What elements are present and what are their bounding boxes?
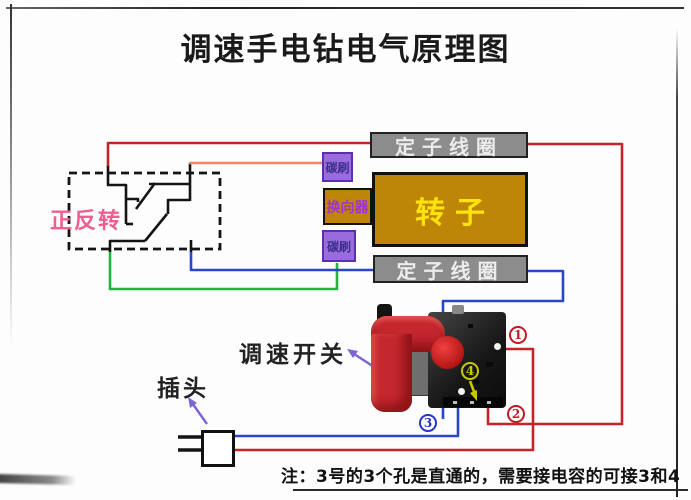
blue-wire-to-stator-bottom: [189, 252, 373, 272]
red-wire-stator-top-to-terminal-2: [486, 142, 624, 426]
plug-symbol: [201, 430, 235, 467]
page-title: 调速手电钻电气原理图: [180, 32, 511, 68]
switch-screw-dot: [458, 388, 465, 395]
frame-bottom-line: [293, 489, 688, 491]
trigger-handle: [371, 334, 412, 412]
switch-top-tab: [452, 305, 464, 314]
plug-label: 插头: [157, 375, 209, 402]
terminal-tick: [470, 401, 474, 404]
carbon-brush-bottom: 碳刷: [322, 230, 356, 262]
terminal-4-arrowhead: [470, 390, 477, 401]
terminal-tick: [487, 401, 491, 404]
switch-detail-mark: [468, 324, 473, 328]
forward-reverse-box-outline: [67, 171, 222, 251]
terminal-tick: [453, 401, 457, 404]
speed-switch-label: 调速开关: [239, 341, 347, 368]
commutator: 换向器: [323, 188, 372, 225]
speed-adjust-knob: [431, 336, 464, 369]
switch-detail-mark: [486, 362, 493, 367]
terminal-4-badge: 4: [461, 362, 479, 380]
stator-coil-top: 定子线圈: [370, 132, 528, 159]
switch-detail-mark: [474, 380, 479, 384]
red-wire-plug-to-terminal-1: [229, 347, 535, 452]
footnote: 注：3号的3个孔是直通的，需要接电容的可接3和4: [281, 467, 681, 487]
frame-left-line: [10, 4, 12, 349]
green-wire-to-brush-bottom: [108, 252, 339, 291]
carbon-brush-top: 碳刷: [322, 152, 353, 182]
frame-top-line: [6, 7, 684, 9]
frame-right-line: [676, 28, 678, 497]
plug-prongs: [178, 435, 201, 452]
plug-arrow: [188, 397, 208, 425]
terminal-3-badge: 3: [419, 414, 437, 432]
reversing-switch-symbol: [106, 163, 193, 252]
switch-screw-dot: [494, 343, 501, 350]
terminal-1-badge: 1: [509, 326, 527, 344]
forward-reverse-label: 正反转: [50, 208, 123, 234]
stator-coil-bottom: 定子线圈: [373, 255, 528, 283]
terminal-2-badge: 2: [507, 405, 525, 423]
rotor: 转子: [372, 172, 528, 247]
blue-wire-plug-to-terminal-3: [229, 407, 460, 438]
red-wire-left-to-stator-top: [106, 141, 370, 166]
